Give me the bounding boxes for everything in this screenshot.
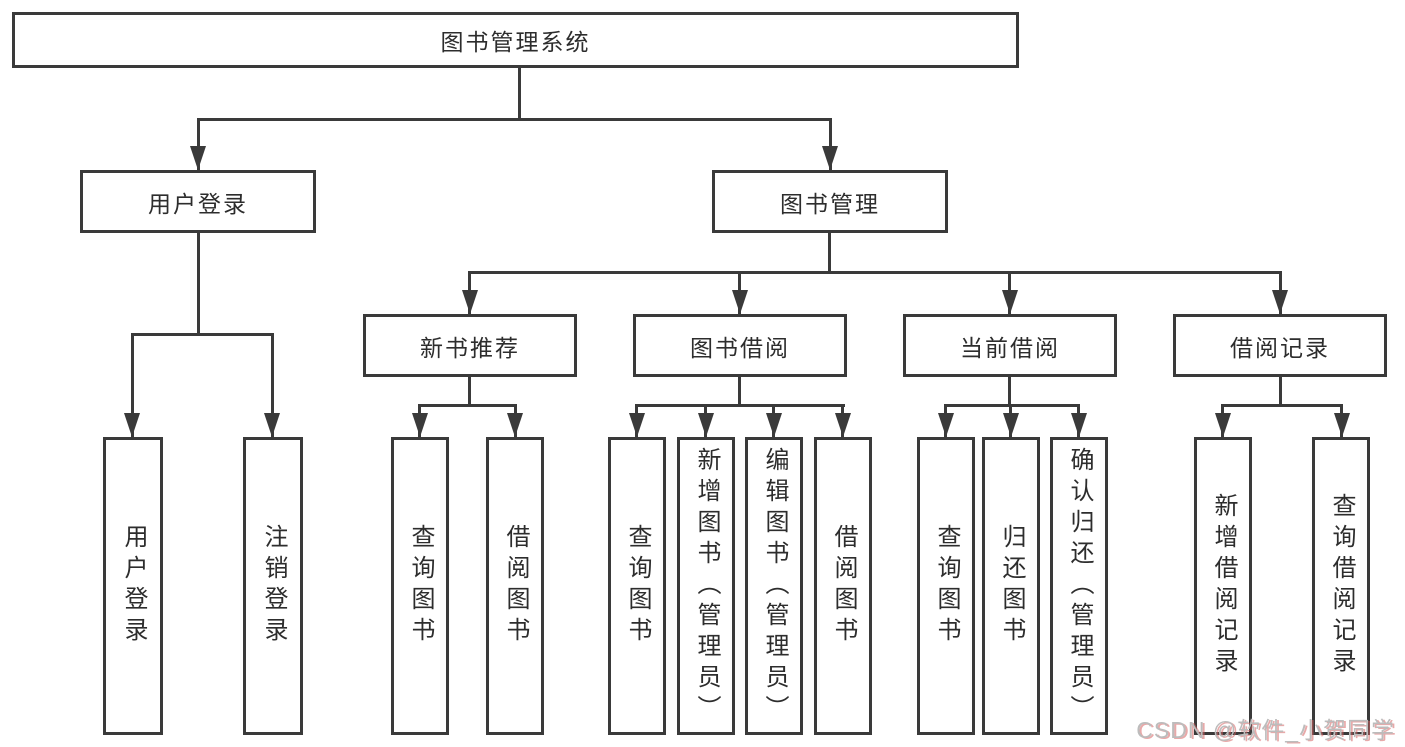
node-label: 借阅图书: [502, 524, 529, 648]
csdn-watermark: CSDN @软件_小贺同学: [1136, 717, 1395, 743]
connector-root-stem: [518, 68, 521, 120]
connector-book-mgmt-branch: [468, 271, 1282, 274]
arrow-down-icon: [822, 146, 838, 170]
connector-new-book-branch: [418, 404, 517, 407]
node-label: 新书推荐: [420, 334, 520, 361]
node-label: 借阅记录: [1230, 334, 1330, 361]
leaf-borrow-books: 借阅图书: [486, 437, 544, 735]
connector-book-mgmt-stem: [828, 233, 831, 273]
node-label: 注销登录: [260, 524, 287, 648]
arrow-down-icon: [766, 413, 782, 437]
node-label: 归还图书: [998, 524, 1025, 648]
connector-root-branch: [197, 118, 832, 121]
leaf-user-login: 用户登录: [103, 437, 163, 735]
arrow-down-icon: [264, 413, 280, 437]
node-label: 查询图书: [624, 524, 651, 648]
leaf-query-books: 查询图书: [917, 437, 975, 735]
arrow-down-icon: [1002, 290, 1018, 314]
node-current-borrow: 当前借阅: [903, 314, 1117, 377]
connector-stub: [271, 333, 274, 437]
arrow-down-icon: [698, 413, 714, 437]
leaf-edit-books-admin: 编辑图书（管理员）: [745, 437, 803, 735]
arrow-down-icon: [1003, 413, 1019, 437]
connector-current-borrow-stem: [1008, 377, 1011, 406]
leaf-add-borrow-record: 新增借阅记录: [1194, 437, 1252, 735]
arrow-down-icon: [190, 146, 206, 170]
node-library-management-system: 图书管理系统: [12, 12, 1019, 68]
connector-stub: [131, 333, 134, 437]
node-label: 用户登录: [148, 190, 248, 217]
node-label: 确认归还（管理员）: [1066, 446, 1093, 726]
leaf-query-books: 查询图书: [391, 437, 449, 735]
arrow-down-icon: [1272, 290, 1288, 314]
node-label: 新增图书（管理员）: [693, 446, 720, 726]
arrow-down-icon: [507, 413, 523, 437]
arrow-down-icon: [835, 413, 851, 437]
connector-stub: [197, 118, 200, 170]
arrow-down-icon: [1071, 413, 1087, 437]
node-label: 借阅图书: [830, 524, 857, 648]
arrow-down-icon: [1334, 413, 1350, 437]
node-label: 查询借阅记录: [1328, 493, 1355, 679]
connector-borrow-record-stem: [1279, 377, 1282, 406]
connector-user-login-stem: [197, 233, 200, 336]
connector-book-borrow-branch: [635, 404, 845, 407]
node-book-management: 图书管理: [712, 170, 948, 233]
leaf-logout: 注销登录: [243, 437, 303, 735]
node-label: 查询图书: [933, 524, 960, 648]
leaf-confirm-return-admin: 确认归还（管理员）: [1050, 437, 1108, 735]
arrow-down-icon: [732, 290, 748, 314]
node-label: 新增借阅记录: [1210, 493, 1237, 679]
node-label: 图书借阅: [690, 334, 790, 361]
node-new-book-recommend: 新书推荐: [363, 314, 577, 377]
arrow-down-icon: [462, 290, 478, 314]
node-book-borrow: 图书借阅: [633, 314, 847, 377]
leaf-query-borrow-record: 查询借阅记录: [1312, 437, 1370, 735]
node-borrow-record: 借阅记录: [1173, 314, 1387, 377]
node-label: 用户登录: [120, 524, 147, 648]
connector-current-borrow-branch: [944, 404, 1080, 407]
arrow-down-icon: [412, 413, 428, 437]
connector-borrow-record-branch: [1221, 404, 1343, 407]
arrow-down-icon: [1215, 413, 1231, 437]
arrow-down-icon: [124, 413, 140, 437]
node-label: 图书管理系统: [440, 29, 591, 55]
leaf-borrow-books: 借阅图书: [814, 437, 872, 735]
connector-user-login-branch: [131, 333, 273, 336]
node-user-login: 用户登录: [80, 170, 316, 233]
node-label: 编辑图书（管理员）: [761, 446, 788, 726]
arrow-down-icon: [629, 413, 645, 437]
connector-new-book-stem: [468, 377, 471, 406]
connector-book-borrow-stem: [738, 377, 741, 406]
node-label: 图书管理: [780, 190, 880, 217]
leaf-query-books: 查询图书: [608, 437, 666, 735]
arrow-down-icon: [938, 413, 954, 437]
leaf-add-books-admin: 新增图书（管理员）: [677, 437, 735, 735]
connector-stub: [829, 118, 832, 170]
node-label: 查询图书: [407, 524, 434, 648]
leaf-return-books: 归还图书: [982, 437, 1040, 735]
node-label: 当前借阅: [960, 334, 1060, 361]
